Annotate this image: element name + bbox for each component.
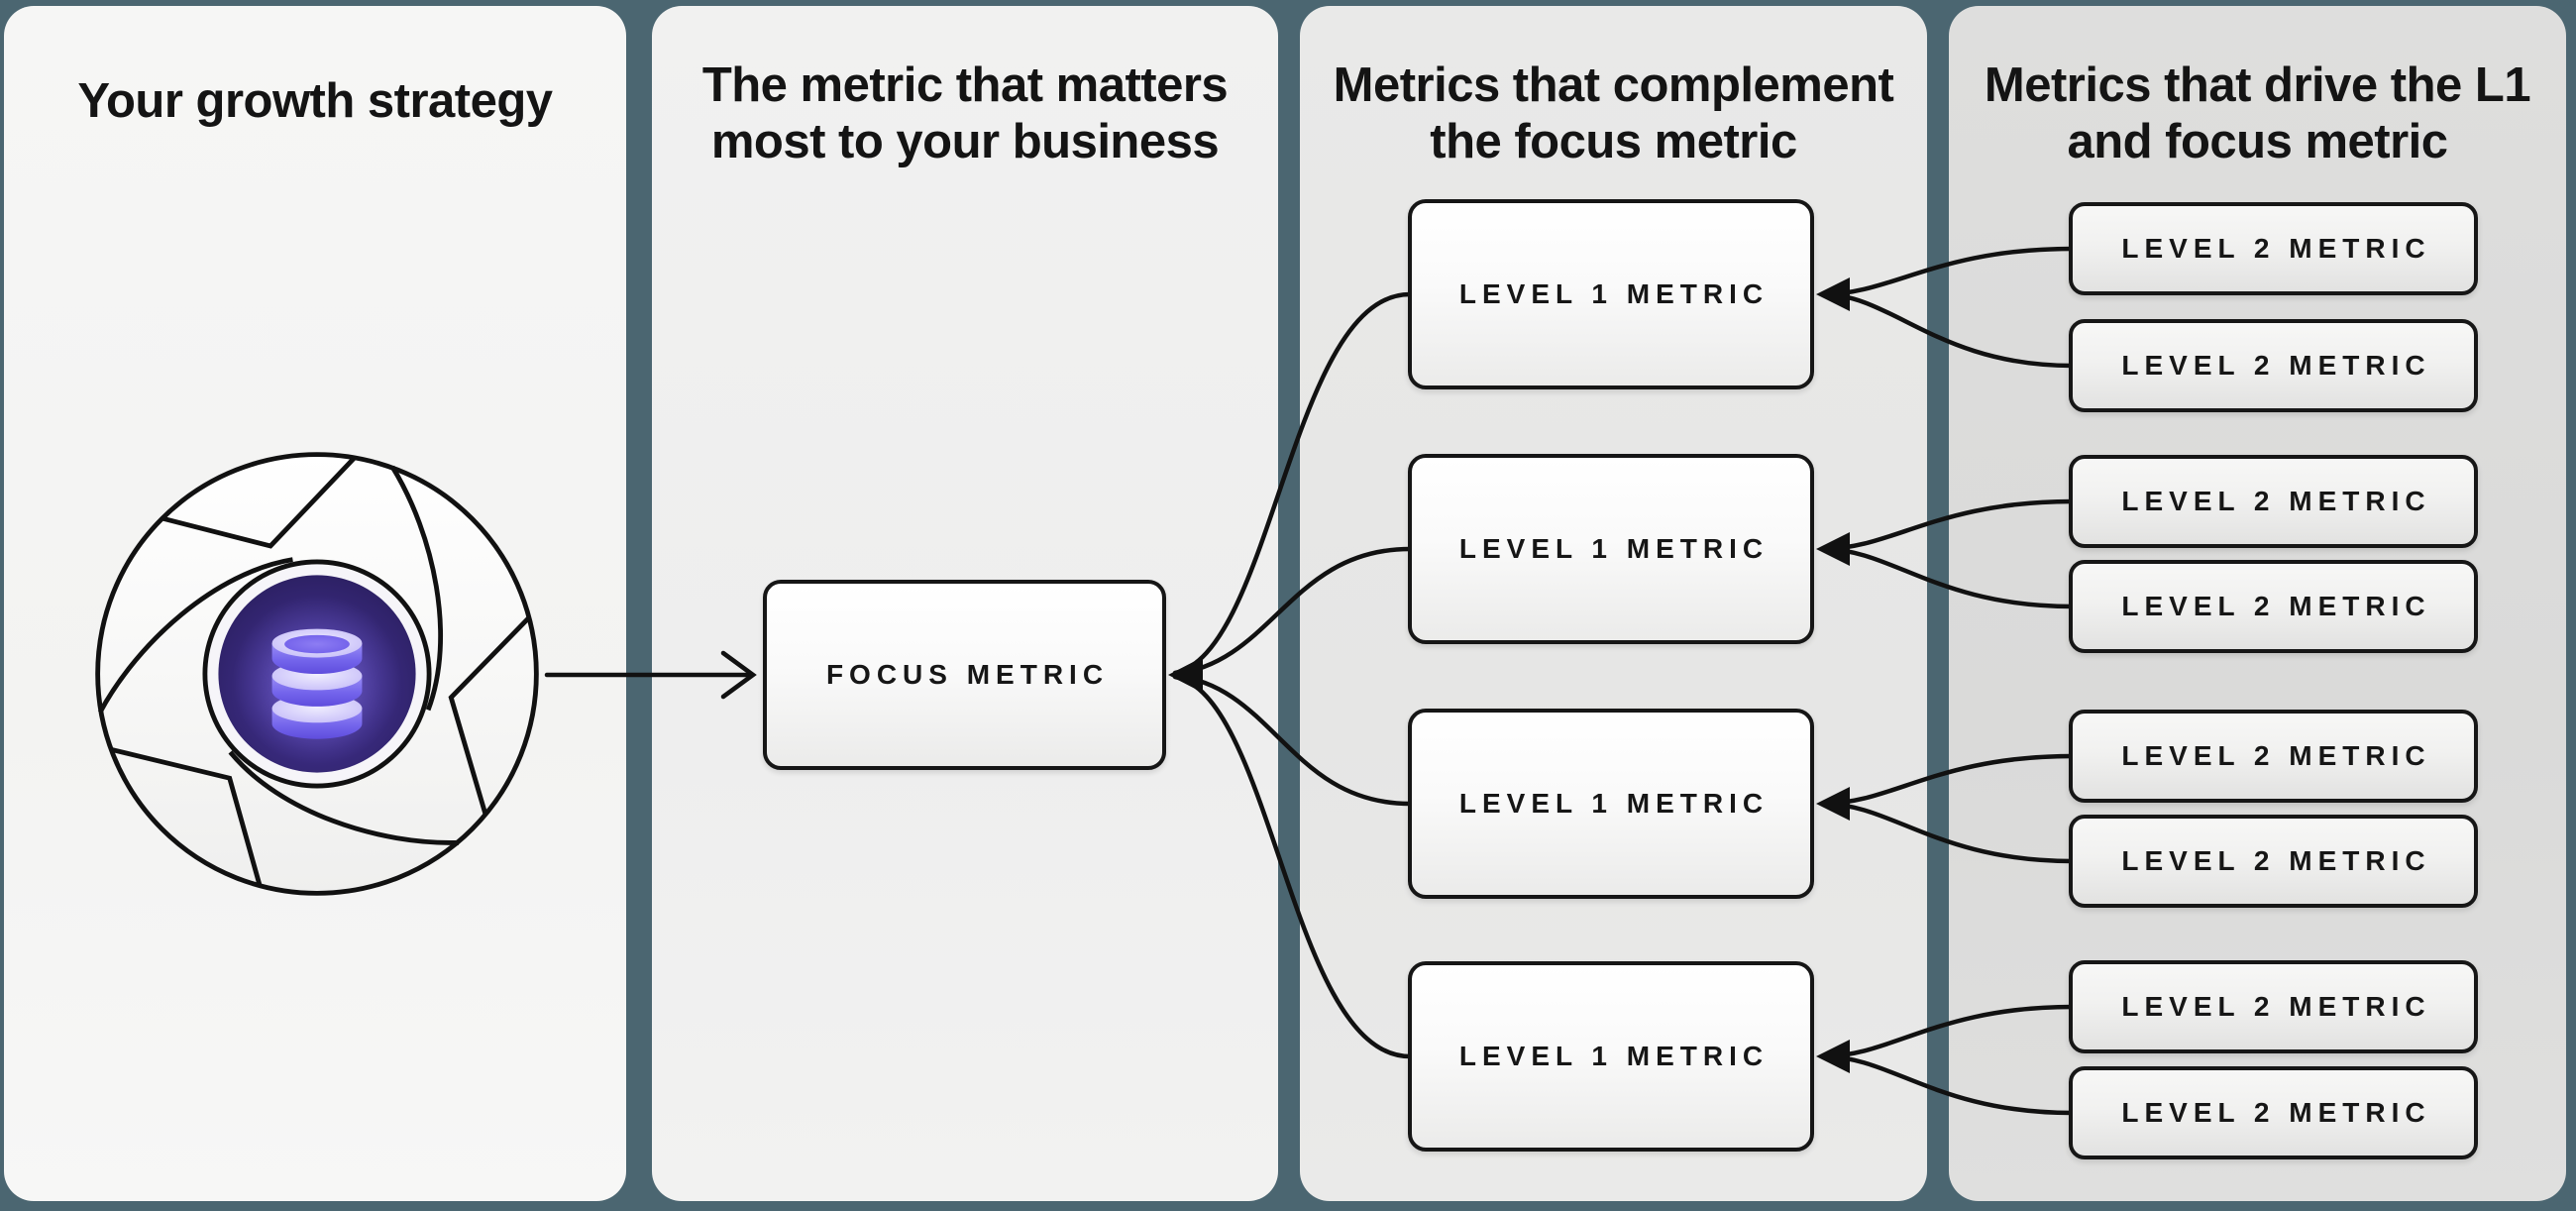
node-label: LEVEL 2 METRIC bbox=[2121, 1097, 2431, 1128]
title-line: the focus metric bbox=[1430, 115, 1797, 168]
node-label: LEVEL 2 METRIC bbox=[2121, 591, 2431, 621]
title-line: most to your business bbox=[710, 115, 1220, 168]
panel-title-level2-metrics: Metrics that drive the L1 and focus metr… bbox=[1949, 57, 2566, 170]
level1-metric-node: LEVEL 1 METRIC bbox=[1408, 454, 1814, 644]
panel-title-growth-strategy: Your growth strategy bbox=[4, 73, 626, 130]
node-label: LEVEL 2 METRIC bbox=[2121, 845, 2431, 876]
node-label: LEVEL 1 METRIC bbox=[1458, 1041, 1770, 1071]
level2-metric-node: LEVEL 2 METRIC bbox=[2069, 319, 2478, 412]
panel-growth-strategy: Your growth strategy bbox=[4, 6, 626, 1201]
flywheel-blades bbox=[97, 455, 532, 888]
node-label: LEVEL 1 METRIC bbox=[1458, 278, 1770, 309]
title-line: Metrics that drive the L1 bbox=[1984, 58, 2531, 112]
node-label: LEVEL 1 METRIC bbox=[1458, 788, 1770, 819]
level2-metric-node: LEVEL 2 METRIC bbox=[2069, 202, 2478, 295]
node-label: LEVEL 2 METRIC bbox=[2121, 233, 2431, 264]
title-line: Metrics that complement bbox=[1333, 58, 1894, 112]
panel-title-focus-metric: The metric that matters most to your bus… bbox=[652, 57, 1278, 170]
title-line: and focus metric bbox=[2067, 115, 2448, 168]
focus-metric-node: FOCUS METRIC bbox=[763, 580, 1166, 770]
level1-metric-node: LEVEL 1 METRIC bbox=[1408, 961, 1814, 1152]
level2-metric-node: LEVEL 2 METRIC bbox=[2069, 710, 2478, 803]
level2-metric-node: LEVEL 2 METRIC bbox=[2069, 1066, 2478, 1159]
node-label: LEVEL 2 METRIC bbox=[2121, 350, 2431, 381]
node-label: LEVEL 2 METRIC bbox=[2121, 740, 2431, 771]
level2-metric-node: LEVEL 2 METRIC bbox=[2069, 960, 2478, 1053]
title-line: The metric that matters bbox=[701, 58, 1229, 112]
level1-metric-node: LEVEL 1 METRIC bbox=[1408, 709, 1814, 899]
level2-metric-node: LEVEL 2 METRIC bbox=[2069, 560, 2478, 653]
node-label: LEVEL 2 METRIC bbox=[2121, 991, 2431, 1022]
level2-metric-node: LEVEL 2 METRIC bbox=[2069, 815, 2478, 908]
title-line: Your growth strategy bbox=[77, 74, 553, 128]
node-label: LEVEL 1 METRIC bbox=[1458, 533, 1770, 564]
level2-metric-node: LEVEL 2 METRIC bbox=[2069, 455, 2478, 548]
level1-metric-node: LEVEL 1 METRIC bbox=[1408, 199, 1814, 389]
node-label: FOCUS METRIC bbox=[825, 659, 1110, 690]
panel-title-level1-metrics: Metrics that complement the focus metric bbox=[1300, 57, 1927, 170]
node-label: LEVEL 2 METRIC bbox=[2121, 486, 2431, 516]
growth-loop-flywheel-icon bbox=[95, 452, 539, 896]
database-icon bbox=[271, 628, 363, 739]
